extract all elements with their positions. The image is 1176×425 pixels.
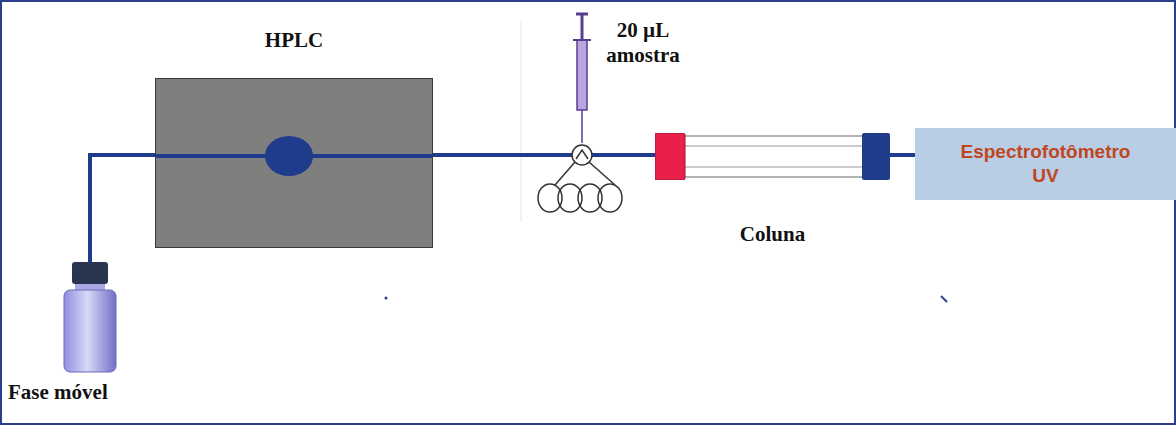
syringe-barrel: [577, 40, 587, 110]
hplc-column: Coluna: [650, 125, 895, 255]
bottle-body: [64, 290, 116, 372]
uv-detector: Espectrofotômetro UV: [915, 128, 1176, 200]
loop-lead: [555, 162, 575, 185]
syringe-needle: [581, 110, 583, 143]
hplc-pump-box: HPLC: [155, 20, 433, 250]
flow-connector: [890, 153, 915, 157]
syringe-plunger: [581, 14, 584, 40]
stray-dot: [385, 297, 388, 300]
stray-tick: [941, 296, 947, 302]
column-outlet-cap: [862, 133, 890, 180]
separator-line: [521, 20, 522, 222]
pump: [265, 136, 313, 176]
column-inner: [684, 167, 863, 168]
instrument-title: HPLC: [155, 28, 433, 53]
syringe-flange: [573, 39, 591, 41]
valve-arrow: [576, 150, 588, 159]
bottle: [63, 262, 117, 374]
pump-symbol: [156, 79, 432, 247]
syringe-thumb: [576, 13, 588, 16]
injector-symbol: [515, 10, 715, 225]
reservoir-bottle: Fase móvel: [0, 258, 130, 418]
column-tube: [684, 136, 863, 177]
injector-valve: 20 µL amostra: [515, 10, 715, 225]
column-inner: [684, 146, 863, 147]
bottle-neck: [75, 284, 105, 290]
loop-lead: [589, 162, 615, 185]
detector-label: Espectrofotômetro UV: [948, 140, 1143, 188]
loop-coil: [598, 184, 622, 212]
sample-label: 20 µL amostra: [595, 18, 691, 68]
bottle-cap: [72, 262, 108, 284]
column-body: [655, 133, 890, 180]
flow-connector: [592, 153, 655, 157]
injection-valve: [572, 145, 592, 165]
flow-connector: [90, 155, 155, 262]
column-inlet-cap: [655, 133, 685, 180]
instrument-box: [155, 78, 433, 248]
column-drawing: [655, 133, 890, 180]
flow-connector: [433, 153, 572, 157]
bottle-label: Fase móvel: [8, 380, 108, 405]
column-label: Coluna: [650, 222, 895, 247]
